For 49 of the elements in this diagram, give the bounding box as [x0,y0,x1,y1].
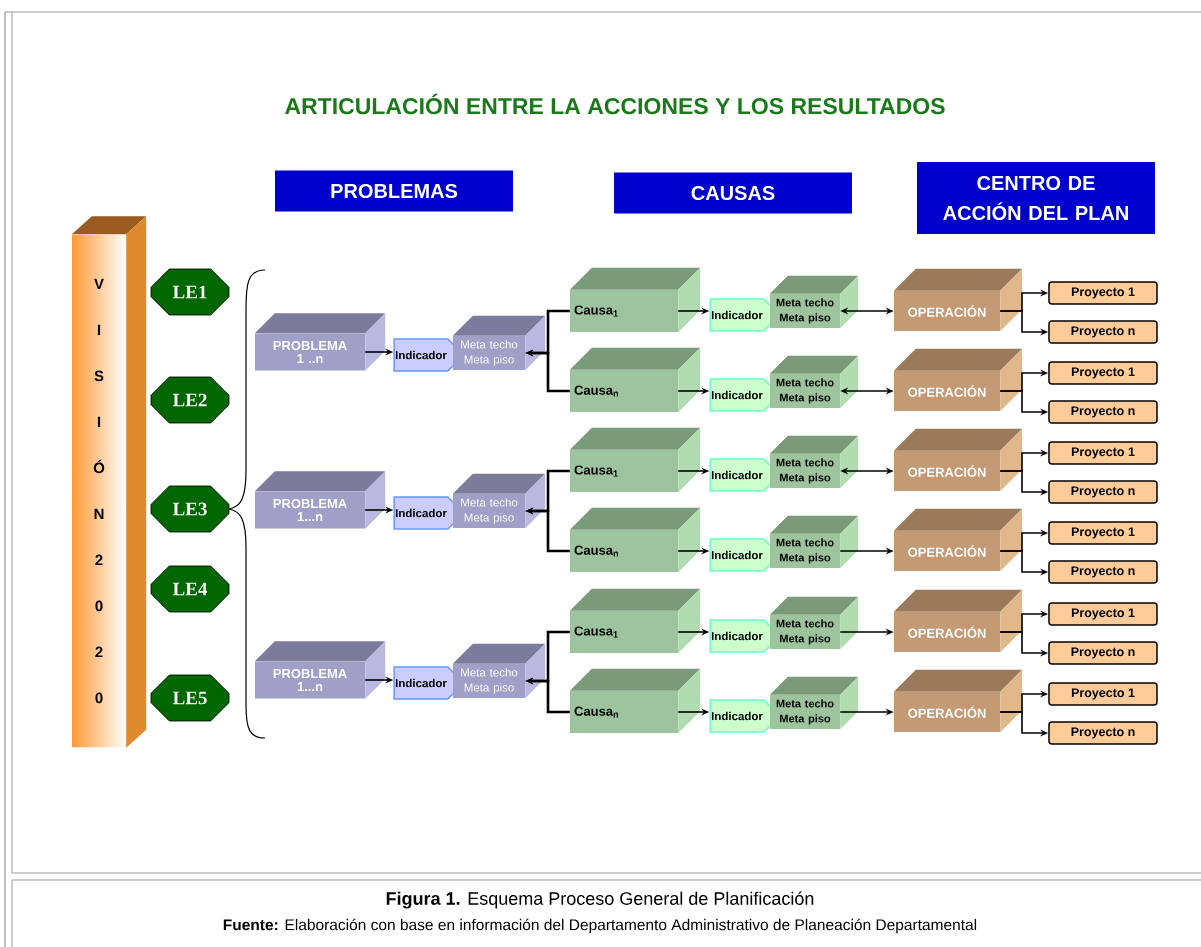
cause-box: Causa$_{n}$ [569,507,701,573]
goal-box: Meta techo Meta piso [452,315,546,371]
cause-box: Causa$_{1}$ [569,588,701,654]
cause-box: Causa$_{1}$ [569,267,701,333]
project-box: Proyecto n [1048,320,1158,344]
goal-box: Meta techo Meta piso [452,473,546,529]
project-box: Proyecto 1 [1048,521,1158,545]
octagon: LE4 [150,565,230,613]
header-box: CAUSAS [614,172,852,214]
goal-box: Meta techo Meta piso [452,643,546,699]
operation-box: OPERACIÓN [893,508,1023,572]
octagon: LE1 [150,268,230,316]
header-box: CENTRO DE ACCIÓN DEL PLAN [917,162,1155,234]
goal-box: Meta techo Meta piso [769,596,859,650]
project-box: Proyecto n [1048,560,1158,584]
problem-box: PROBLEMA 1...n [254,471,386,529]
project-box: Proyecto n [1048,400,1158,424]
project-box: Proyecto n [1048,641,1158,665]
operation-box: OPERACIÓN [893,428,1023,492]
project-box: Proyecto n [1048,721,1158,745]
project-box: Proyecto 1 [1048,682,1158,706]
operation-box: OPERACIÓN [893,669,1023,733]
vision-pillar: V I S I Ó N 2 0 2 0 [71,216,147,748]
problem-box: PROBLEMA 1...n [254,641,386,699]
node-label: V I S I Ó N 2 0 2 0 [93,278,105,704]
source-note: Fuente: Elaboración con base en información del Departamento Administrativo de Planeación Departamental [223,918,977,934]
octagon: LE5 [150,674,230,722]
operation-box: OPERACIÓN [893,348,1023,412]
operation-box: OPERACIÓN [893,268,1023,332]
octagon: LE2 [150,376,230,424]
cause-box: Causa$_{n}$ [569,347,701,413]
goal-box: Meta techo Meta piso [769,275,859,329]
caption: Figura 1. Esquema Proceso General de Planificación [386,891,814,909]
problem-box: PROBLEMA 1 ..n [254,313,386,371]
project-box: Proyecto 1 [1048,602,1158,626]
project-box: Proyecto 1 [1048,281,1158,305]
goal-box: Meta techo Meta piso [769,355,859,409]
project-box: Proyecto 1 [1048,441,1158,465]
project-box: Proyecto 1 [1048,361,1158,385]
cause-box: Causa$_{n}$ [569,668,701,734]
project-box: Proyecto n [1048,480,1158,504]
title: ARTICULACIÓN ENTRE LA ACCIONES Y LOS RESULTADOS [285,93,945,115]
cause-box: Causa$_{1}$ [569,427,701,493]
operation-box: OPERACIÓN [893,589,1023,653]
octagon: LE3 [150,485,230,533]
header-box: PROBLEMAS [275,170,513,212]
goal-box: Meta techo Meta piso [769,676,859,730]
goal-box: Meta techo Meta piso [769,435,859,489]
goal-box: Meta techo Meta piso [769,515,859,569]
